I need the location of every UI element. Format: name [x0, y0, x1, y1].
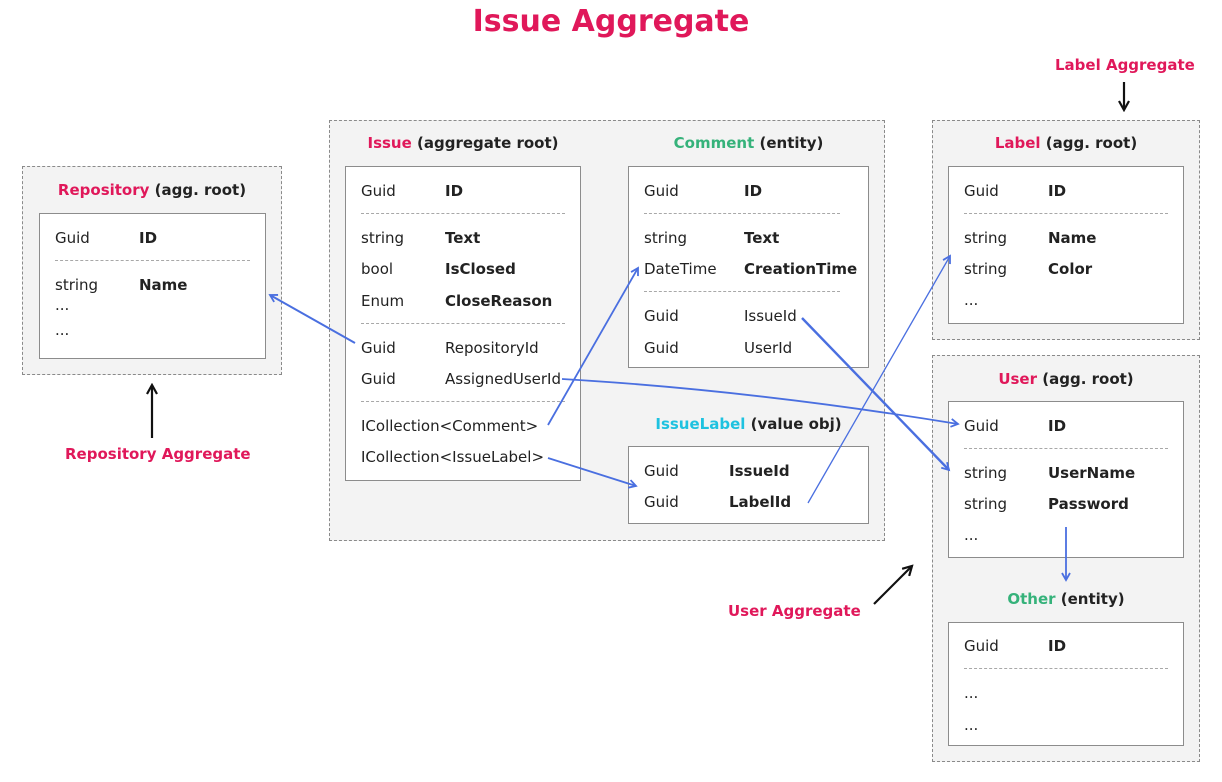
- separator: [964, 213, 1168, 214]
- issuelabel-box: [628, 446, 869, 524]
- user-field-type: string: [964, 495, 1008, 513]
- comment-field-type: Guid: [644, 307, 679, 325]
- issuelabel-name: IssueLabel: [655, 415, 746, 433]
- user-field-name: Password: [1048, 495, 1129, 513]
- separator: [361, 213, 565, 214]
- repository-ellipsis: ...: [55, 296, 70, 314]
- comment-field-type: DateTime: [644, 260, 717, 278]
- user-field-name: ID: [1048, 417, 1067, 435]
- issue-field-name: IsClosed: [445, 260, 516, 278]
- assigneduserid-arrow: [561, 378, 960, 428]
- issue-heading: Issue (aggregate root): [345, 134, 581, 152]
- repository-ellipsis: ...: [55, 321, 70, 339]
- issue-field-name: CloseReason: [445, 292, 553, 310]
- separator: [55, 260, 250, 261]
- issuelabel-field-type: Guid: [644, 493, 679, 511]
- issuelabel-field-name: LabelId: [729, 493, 792, 511]
- label-field-name: Name: [1048, 229, 1097, 247]
- comment-box: [628, 166, 869, 368]
- issue-field-name: AssignedUserId: [445, 370, 561, 388]
- comment-name: Comment: [673, 134, 755, 152]
- issue-field-type: bool: [361, 260, 394, 278]
- comment-field-name: ID: [744, 182, 763, 200]
- label-name: Label: [994, 134, 1041, 152]
- comment-field-type: string: [644, 229, 688, 247]
- other-field-name: ID: [1048, 637, 1067, 655]
- label-ellipsis: ...: [964, 291, 979, 309]
- repository-box: [39, 213, 266, 359]
- repository-field-name: Name: [139, 276, 188, 294]
- comment-field-name: CreationTime: [744, 260, 858, 278]
- user-name: User: [998, 370, 1038, 388]
- other-tag: (entity): [1060, 590, 1125, 608]
- label-field-type: Guid: [964, 182, 999, 200]
- label-field-name: Color: [1048, 260, 1093, 278]
- comment-field-name: IssueId: [744, 307, 797, 325]
- issuelabel-heading: IssueLabel (value obj): [628, 415, 869, 433]
- issue-field-name: RepositoryId: [445, 339, 539, 357]
- comment-field-type: Guid: [644, 339, 679, 357]
- separator: [644, 291, 840, 292]
- repository-field-type: string: [55, 276, 99, 294]
- separator: [361, 401, 565, 402]
- issue-collection: ICollection<IssueLabel>: [361, 448, 545, 466]
- comment-field-type: Guid: [644, 182, 679, 200]
- label-tag: (agg. root): [1045, 134, 1138, 152]
- page-title: Issue Aggregate: [472, 4, 750, 39]
- user-ellipsis: ...: [964, 526, 979, 544]
- issue-field-type: Enum: [361, 292, 405, 310]
- label-field-type: string: [964, 229, 1008, 247]
- issue-field-type: Guid: [361, 182, 396, 200]
- comment-issueid-arrow: [801, 317, 951, 472]
- issuelabel-field-name: IssueId: [729, 462, 790, 480]
- label-aggregate-caption: Label Aggregate: [1055, 56, 1195, 74]
- issue-field-type: Guid: [361, 370, 396, 388]
- issue-field-type: string: [361, 229, 405, 247]
- other-field-type: Guid: [964, 637, 999, 655]
- other-ellipsis: ...: [964, 684, 979, 702]
- issue-tag: (aggregate root): [417, 134, 559, 152]
- user-heading: User (agg. root): [932, 370, 1200, 388]
- repositoryid-arrow: [268, 294, 356, 344]
- issue-name: Issue: [367, 134, 412, 152]
- separator: [644, 213, 840, 214]
- label-heading: Label (agg. root): [932, 134, 1200, 152]
- user-field-name: UserName: [1048, 464, 1136, 482]
- user-aggregate-pointer-arrow: [873, 566, 912, 605]
- user-tag: (agg. root): [1042, 370, 1134, 388]
- label-box: [948, 166, 1184, 324]
- separator: [964, 668, 1168, 669]
- other-heading: Other (entity): [932, 590, 1200, 608]
- user-field-type: string: [964, 464, 1008, 482]
- repository-field-name: ID: [139, 229, 158, 247]
- repository-aggregate-caption: Repository Aggregate: [65, 445, 251, 463]
- user-aggregate-caption: User Aggregate: [728, 602, 861, 620]
- issuelabel-field-type: Guid: [644, 462, 679, 480]
- repository-tag: (agg. root): [154, 181, 247, 199]
- repository-field-type: Guid: [55, 229, 90, 247]
- label-field-type: string: [964, 260, 1008, 278]
- issue-collection: ICollection<Comment>: [361, 417, 539, 435]
- issuelabel-collection-arrow: [547, 457, 638, 489]
- comment-field-name: Text: [744, 229, 780, 247]
- comment-field-name: UserId: [744, 339, 793, 357]
- user-field-type: Guid: [964, 417, 999, 435]
- other-name: Other: [1007, 590, 1056, 608]
- repository-heading: Repository (agg. root): [22, 181, 282, 199]
- comment-collection-arrow: [547, 266, 639, 426]
- other-box: [948, 622, 1184, 746]
- other-ellipsis: ...: [964, 716, 979, 734]
- repository-name: Repository: [57, 181, 150, 199]
- issue-field-name: Text: [445, 229, 481, 247]
- comment-heading: Comment (entity): [628, 134, 869, 152]
- label-field-name: ID: [1048, 182, 1067, 200]
- separator: [964, 448, 1168, 449]
- issue-field-name: ID: [445, 182, 464, 200]
- issuelabel-tag: (value obj): [750, 415, 842, 433]
- issue-field-type: Guid: [361, 339, 396, 357]
- comment-tag: (entity): [759, 134, 824, 152]
- labelid-arrow: [807, 254, 951, 504]
- separator: [361, 323, 565, 324]
